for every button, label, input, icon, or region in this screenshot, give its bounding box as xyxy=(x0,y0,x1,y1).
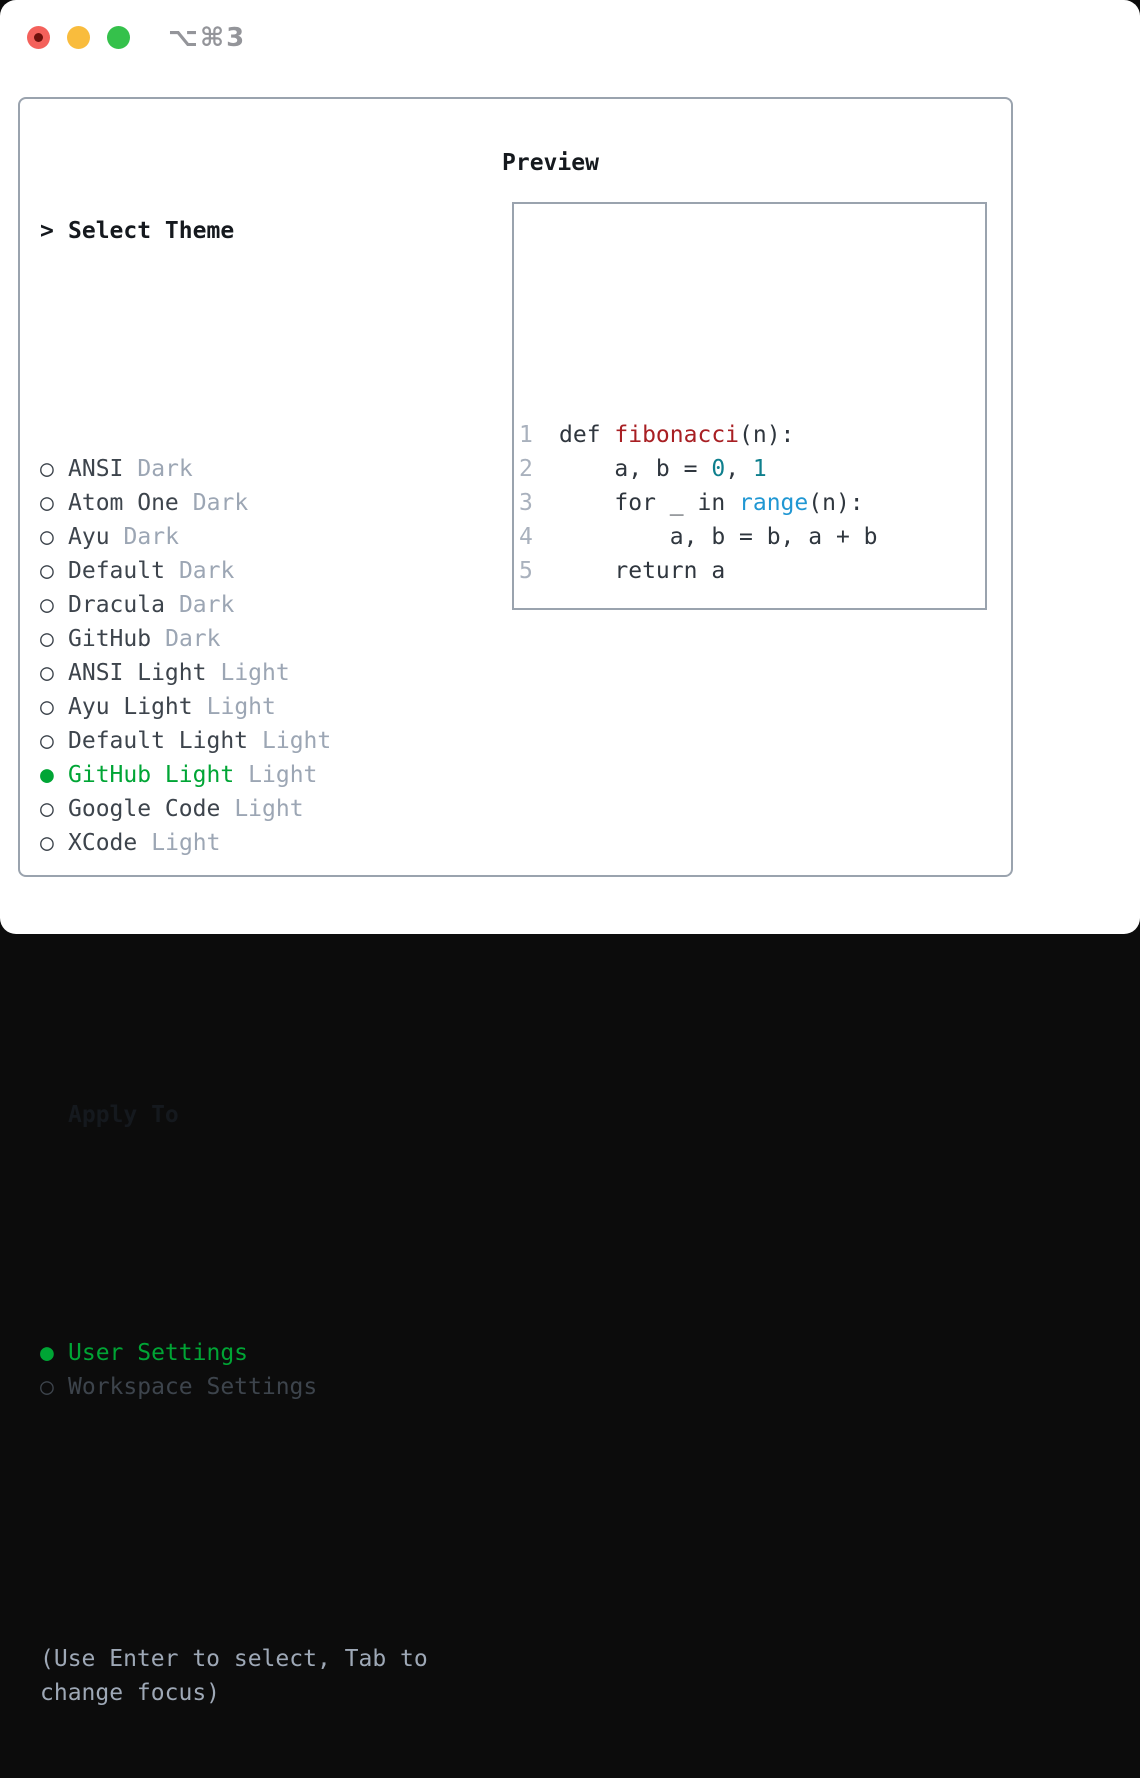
theme-name: Atom One xyxy=(68,490,179,516)
theme-name: ANSI xyxy=(68,456,124,482)
titlebar: ⌥⌘3 xyxy=(0,0,1140,76)
code-line: 1 def fibonacci(n): xyxy=(519,418,985,452)
theme-variant: Light xyxy=(206,694,276,720)
code-line: 2 a, b = 0, 1 xyxy=(519,452,985,486)
radio-icon: ○ xyxy=(40,626,54,652)
theme-option[interactable]: ○ Ayu Dark xyxy=(40,520,480,554)
line-number: 1 xyxy=(519,422,533,448)
radio-icon: ○ xyxy=(40,524,54,550)
theme-option[interactable]: ○ Google Code Light xyxy=(40,792,480,826)
traffic-lights xyxy=(27,26,130,49)
minimize-button[interactable] xyxy=(67,26,90,49)
radio-icon: ○ xyxy=(40,1374,54,1400)
theme-name: GitHub xyxy=(68,626,152,652)
code-text: a, b = 0, 1 xyxy=(559,456,767,482)
code-line: 4 a, b = b, a + b xyxy=(519,520,985,554)
theme-variant: Dark xyxy=(165,626,221,652)
theme-option[interactable]: ○ Dracula Dark xyxy=(40,588,480,622)
theme-name: Default xyxy=(68,558,165,584)
theme-variant: Light xyxy=(234,796,304,822)
apply-to-list: ● User Settings ○ Workspace Settings xyxy=(40,1234,480,1404)
theme-variant: Light xyxy=(220,660,290,686)
radio-icon: ○ xyxy=(40,456,54,482)
theme-variant: Dark xyxy=(137,456,193,482)
theme-option[interactable]: ○ Atom One Dark xyxy=(40,486,480,520)
code-text: def fibonacci(n): xyxy=(559,422,795,448)
code-text: return a xyxy=(559,558,726,584)
theme-option[interactable]: ● GitHub Light Light xyxy=(40,758,480,792)
theme-name: Dracula xyxy=(68,592,165,618)
select-theme-header-label: Select Theme xyxy=(68,218,235,244)
select-theme-header: > Select Theme xyxy=(40,214,480,248)
theme-option[interactable]: ○ Ayu Light Light xyxy=(40,690,480,724)
code-text: for _ in range(n): xyxy=(559,490,864,516)
apply-option[interactable]: ● User Settings xyxy=(40,1336,480,1370)
theme-name: Google Code xyxy=(68,796,221,822)
theme-variant: Dark xyxy=(192,490,249,516)
radio-icon: ○ xyxy=(40,830,54,856)
radio-icon: ○ xyxy=(40,490,54,516)
apply-option-label: Workspace Settings xyxy=(68,1374,318,1400)
line-number: 4 xyxy=(519,524,533,550)
radio-icon: ○ xyxy=(40,660,54,686)
code-text: a, b = b, a + b xyxy=(559,524,878,550)
theme-option[interactable]: ○ ANSI Light Light xyxy=(40,656,480,690)
radio-icon: ○ xyxy=(40,558,54,584)
theme-name: Default Light xyxy=(68,728,249,754)
theme-name: Ayu Light xyxy=(68,694,193,720)
preview-header: Preview xyxy=(502,150,599,176)
theme-variant: Light xyxy=(248,762,318,788)
radio-icon: ○ xyxy=(40,728,54,754)
radio-icon: ● xyxy=(40,762,54,788)
theme-name: Ayu xyxy=(68,524,110,550)
line-number: 2 xyxy=(519,456,533,482)
cursor-icon: > xyxy=(40,218,54,244)
theme-variant: Dark xyxy=(178,592,235,618)
code-line: 3 for _ in range(n): xyxy=(519,486,985,520)
theme-option[interactable]: ○ GitHub Dark xyxy=(40,622,480,656)
window-title: ⌥⌘3 xyxy=(168,23,247,53)
theme-name: XCode xyxy=(68,830,138,856)
theme-option[interactable]: ○ Default Light Light xyxy=(40,724,480,758)
radio-icon: ○ xyxy=(40,694,54,720)
radio-icon: ● xyxy=(40,1340,54,1366)
zoom-button[interactable] xyxy=(107,26,130,49)
apply-option[interactable]: ○ Workspace Settings xyxy=(40,1370,480,1404)
spacer xyxy=(40,1506,480,1540)
theme-name: GitHub Light xyxy=(68,762,235,788)
apply-to-header-label: Apply To xyxy=(68,1102,179,1128)
apply-option-label: User Settings xyxy=(68,1340,249,1366)
line-number: 5 xyxy=(519,558,533,584)
close-button[interactable] xyxy=(27,26,50,49)
line-number: 3 xyxy=(519,490,533,516)
theme-variant: Dark xyxy=(123,524,179,550)
spacer xyxy=(40,962,480,996)
keyboard-hint: (Use Enter to select, Tab to change focu… xyxy=(40,1646,428,1706)
radio-icon: ○ xyxy=(40,592,54,618)
radio-icon: ○ xyxy=(40,796,54,822)
apply-to-header: Apply To xyxy=(40,1098,480,1132)
theme-variant: Light xyxy=(151,830,221,856)
theme-option[interactable]: ○ Default Dark xyxy=(40,554,480,588)
theme-variant: Light xyxy=(262,728,332,754)
theme-name: ANSI Light xyxy=(68,660,207,686)
theme-option[interactable]: ○ XCode Light xyxy=(40,826,480,860)
theme-variant: Dark xyxy=(178,558,235,584)
theme-option[interactable]: ○ ANSI Dark xyxy=(40,452,480,486)
close-dot-icon xyxy=(34,33,43,42)
code-line: 5 return a xyxy=(519,554,985,588)
